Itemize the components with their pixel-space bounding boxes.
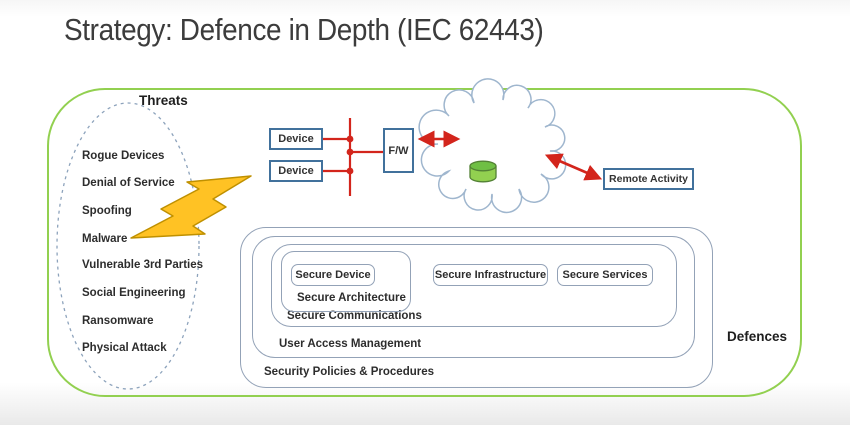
threat-item: Ransomware [82, 315, 154, 327]
secure-services-box: Secure Services [557, 264, 653, 286]
remote-activity-box: Remote Activity [603, 168, 694, 190]
layer-label: User Access Management [279, 338, 422, 350]
defences-zone-label: Defences [727, 329, 788, 344]
threat-item: Physical Attack [82, 342, 167, 354]
threat-item: Denial of Service [82, 177, 175, 189]
threat-item: Malware [82, 233, 128, 245]
layer-label: Secure Architecture [297, 292, 406, 304]
secure-device-box: Secure Device [291, 264, 375, 286]
threat-item: Rogue Devices [82, 150, 165, 162]
slide-title: Strategy: Defence in Depth (IEC 62443) [64, 12, 544, 47]
layer-user-access: User Access Management [252, 236, 695, 358]
layer-security-policies: Security Policies & Procedures [240, 227, 713, 388]
layer-secure-architecture: Secure Architecture [281, 251, 411, 312]
threat-item: Social Engineering [82, 287, 186, 299]
device-box-bottom: Device [269, 160, 323, 182]
layer-label: Secure Communications [287, 310, 422, 322]
firewall-box: F/W [383, 128, 414, 173]
threat-item: Spoofing [82, 205, 132, 217]
layer-label: Security Policies & Procedures [264, 366, 435, 378]
device-box-top: Device [269, 128, 323, 150]
threats-zone-label: Threats [139, 93, 188, 108]
threat-item: Vulnerable 3rd Parties [82, 259, 204, 271]
secure-infrastructure-box: Secure Infrastructure [433, 264, 548, 286]
layer-secure-communications: Secure Communications [271, 244, 677, 327]
